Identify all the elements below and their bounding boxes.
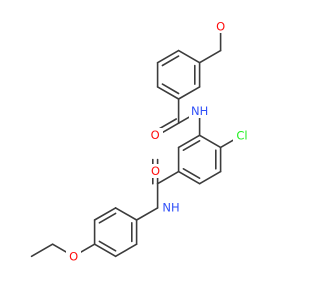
bond: [198, 49, 222, 64]
ethoxy-oxygen-atom: O: [66, 249, 81, 263]
bond: [177, 49, 201, 64]
bond: [135, 207, 159, 221]
middle-amide-nitrogen-atom: NH: [160, 200, 182, 215]
bond: [177, 86, 201, 100]
svg-text:NH: NH: [191, 104, 208, 118]
bond: [93, 243, 117, 258]
bond: [161, 83, 180, 95]
bond: [114, 207, 138, 221]
bond: [198, 170, 222, 185]
bond: [161, 55, 180, 67]
svg-text:O: O: [151, 128, 160, 142]
molecule-drawing: O O NH Cl O NH O: [30, 19, 251, 264]
bond: [177, 134, 201, 149]
svg-text:O: O: [216, 19, 225, 33]
bond: [156, 170, 180, 185]
bond: [30, 243, 54, 258]
bond: [198, 134, 222, 149]
bond: [182, 168, 201, 179]
atom-labels: O O NH Cl O NH O: [66, 19, 251, 263]
svg-text:O: O: [151, 164, 160, 178]
bonds: [30, 25, 243, 258]
bond: [177, 170, 201, 185]
top-amide-nitrogen-atom: NH: [189, 104, 211, 118]
bond: [98, 240, 117, 252]
bond: [182, 140, 201, 151]
bond: [93, 207, 117, 221]
svg-text:O: O: [69, 249, 78, 263]
bond: [114, 243, 138, 258]
bond: [156, 49, 180, 64]
chlorine-atom: Cl: [233, 128, 251, 142]
bond: [156, 86, 180, 100]
middle-carbonyl-oxygen-atom: O: [148, 164, 163, 178]
structure-canvas: O O NH Cl O NH O: [30, 19, 251, 264]
bond: [98, 212, 117, 224]
top-carbonyl-oxygen-atom: O: [148, 128, 163, 142]
methoxy-oxygen-atom: O: [213, 19, 228, 33]
svg-text:NH: NH: [162, 201, 179, 215]
svg-text:Cl: Cl: [236, 128, 247, 142]
